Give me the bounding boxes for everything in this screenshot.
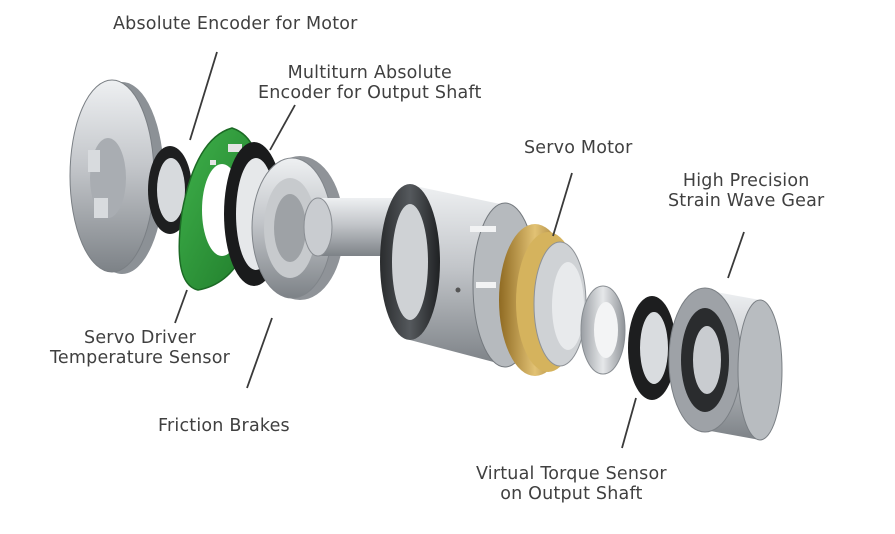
bearing-ring (580, 285, 626, 375)
label-servo-driver-temp: Servo Driver Temperature Sensor (50, 328, 230, 368)
label-multiturn-encoder: Multiturn Absolute Encoder for Output Sh… (258, 63, 482, 103)
label-friction-brakes: Friction Brakes (158, 416, 290, 436)
encoder-cover-plate (69, 79, 164, 274)
label-servo-driver-temp-line1: Servo Driver (84, 328, 196, 348)
torque-sensor-ring (628, 296, 676, 400)
label-multiturn-encoder-line1: Multiturn Absolute (287, 63, 452, 83)
leader-lines (174, 51, 745, 449)
label-strain-wave-gear-line2: Strain Wave Gear (668, 191, 825, 211)
leader-friction-brakes (246, 317, 273, 389)
leader-temp-sensor (174, 289, 188, 324)
label-servo-driver-temp-line2: Temperature Sensor (50, 348, 231, 368)
label-strain-wave-gear-line1: High Precision (682, 171, 810, 191)
label-absolute-encoder-motor: Absolute Encoder for Motor (113, 14, 358, 34)
label-strain-wave-gear: High Precision Strain Wave Gear (668, 171, 824, 211)
leader-servo-motor (552, 172, 573, 237)
black-ring-small (148, 146, 192, 234)
strain-wave-gear-housing (668, 287, 783, 441)
servo-motor-stator (499, 224, 587, 376)
leader-strain-wave-gear (727, 231, 745, 279)
label-torque-sensor: Virtual Torque Sensor on Output Shaft (476, 464, 667, 504)
label-torque-sensor-line2: on Output Shaft (500, 484, 643, 504)
leader-absolute-encoder (189, 51, 218, 141)
label-torque-sensor-line1: Virtual Torque Sensor (476, 464, 667, 484)
leader-torque-sensor (621, 397, 637, 449)
friction-brake-disc (251, 156, 344, 300)
leader-multiturn-encoder (269, 104, 296, 151)
label-servo-motor: Servo Motor (524, 138, 633, 158)
label-multiturn-encoder-line2: Encoder for Output Shaft (258, 83, 482, 103)
